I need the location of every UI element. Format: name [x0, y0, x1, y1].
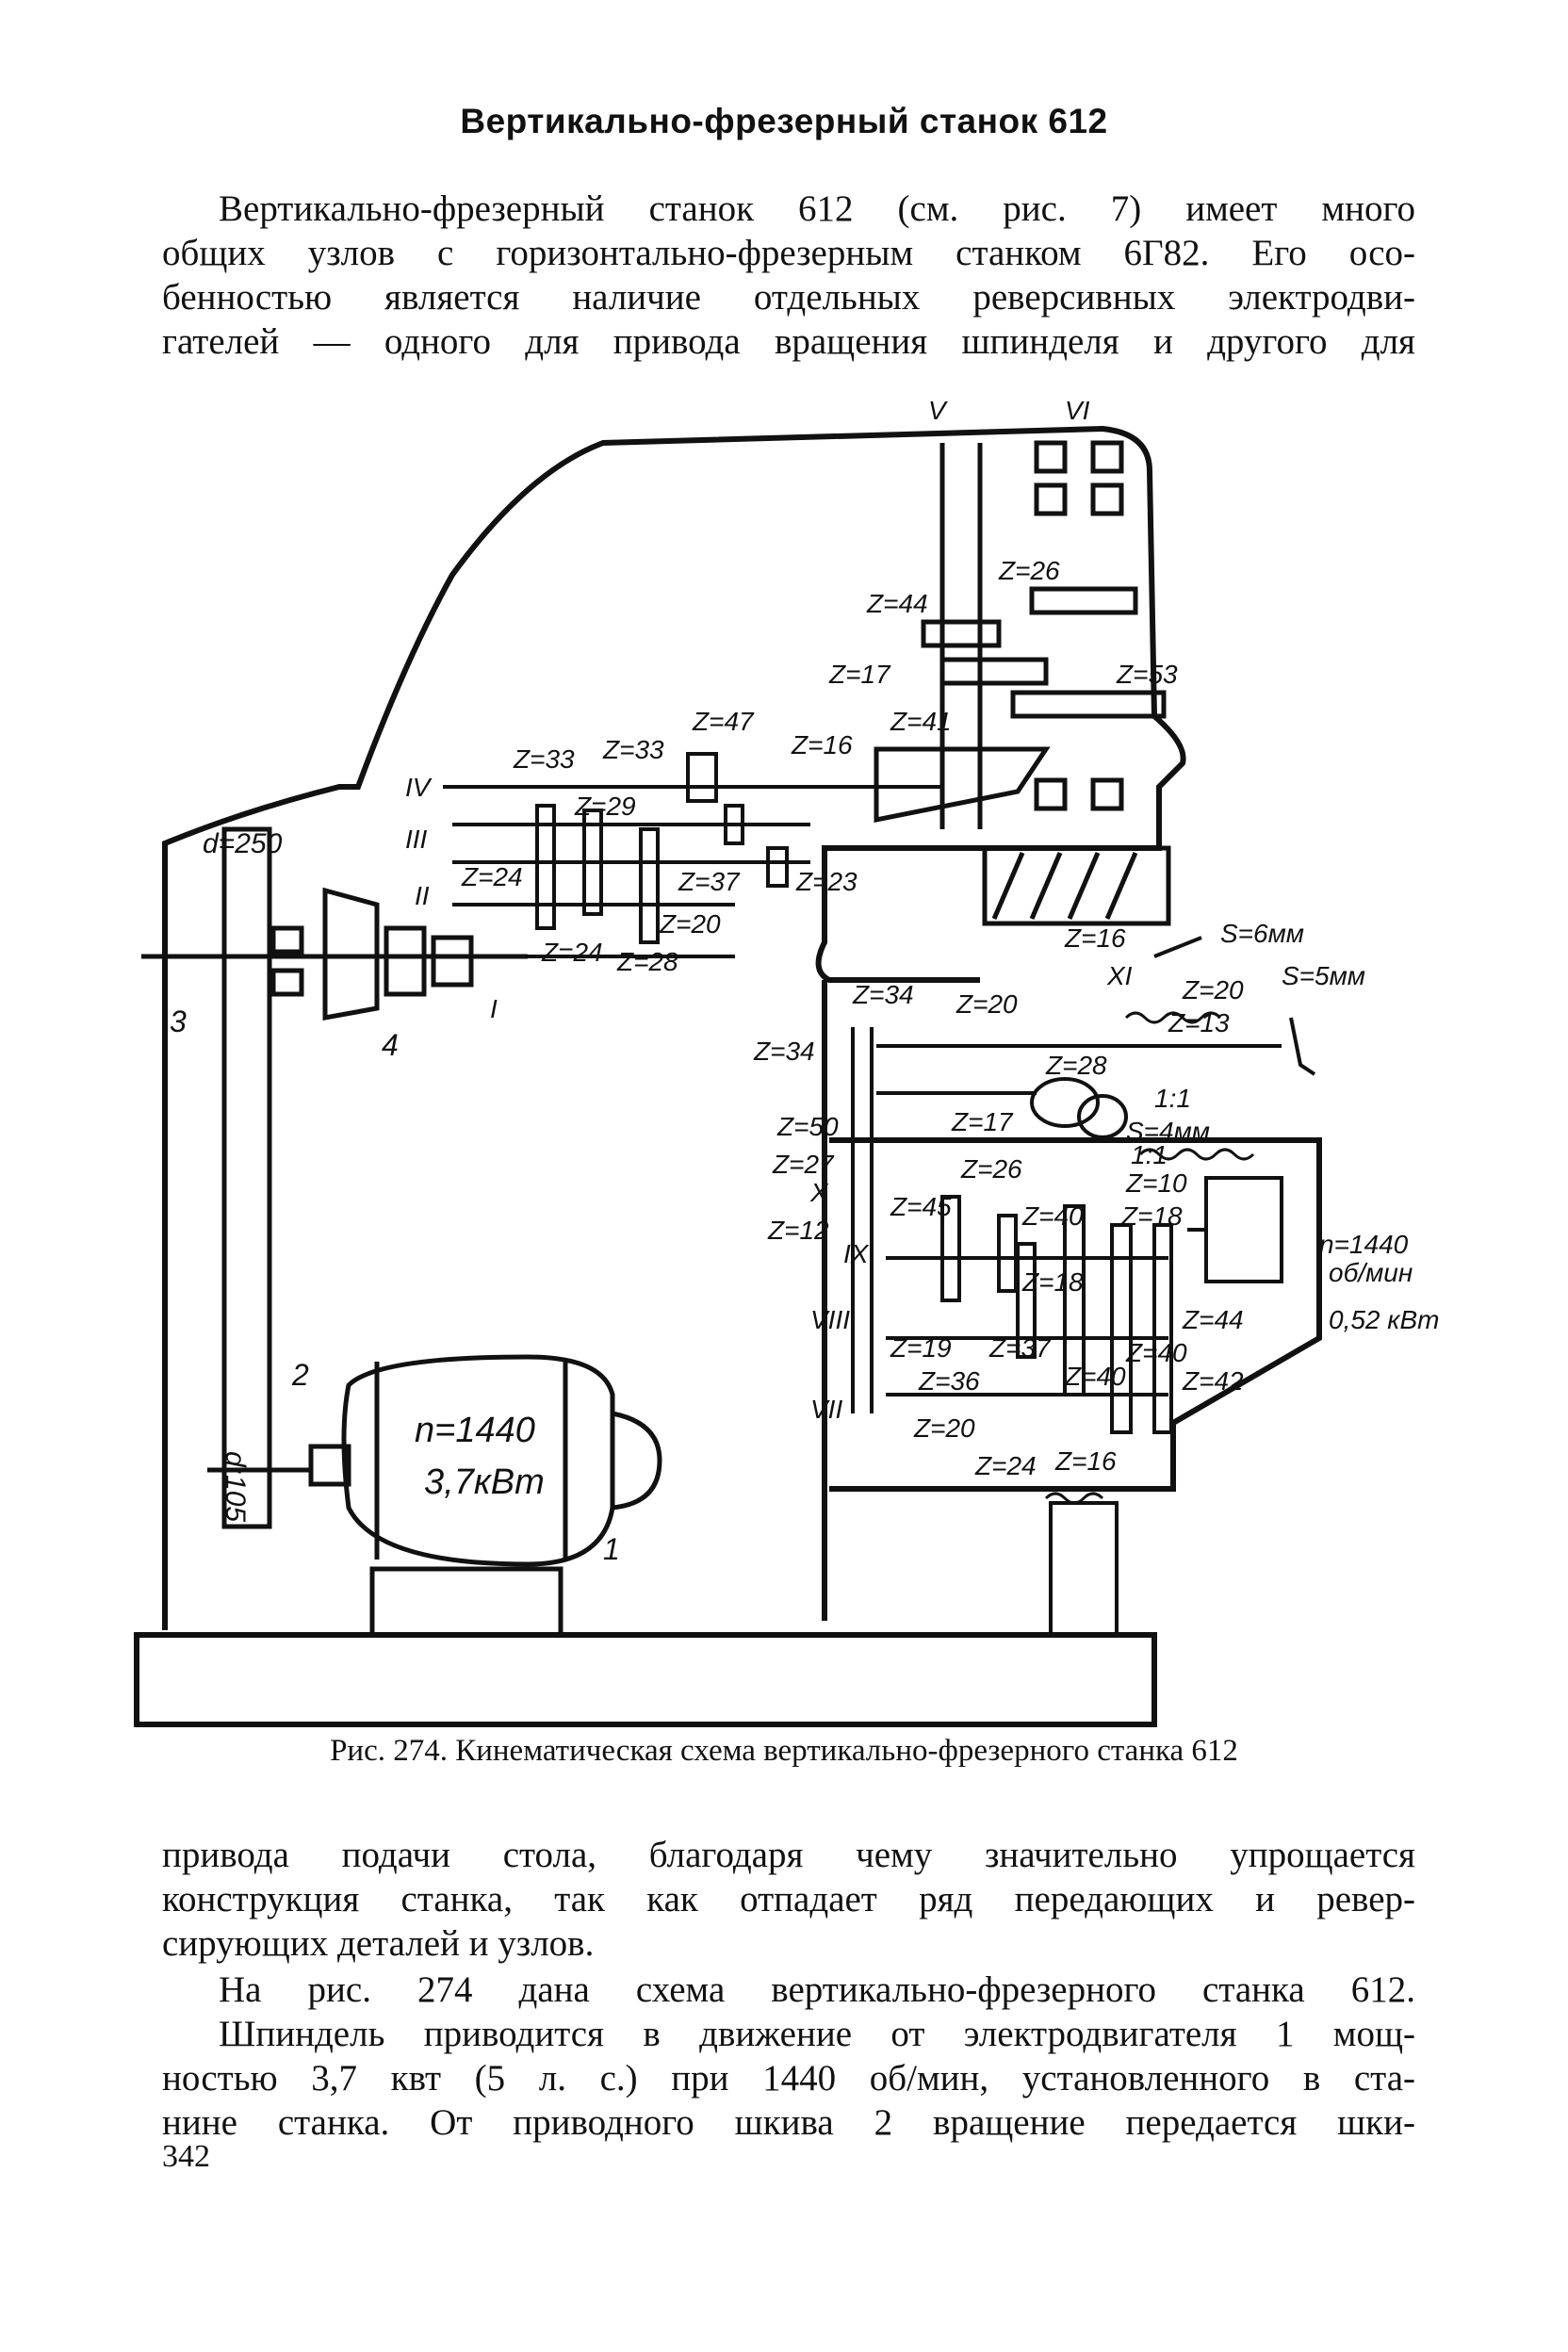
label-feed-motor-unit: об/мин [1329, 1258, 1413, 1287]
label-z33b: Z=33 [602, 735, 664, 764]
page-number: 342 [162, 2139, 210, 2174]
kinematic-diagram: d=250 3 d:105 2 n=1440 3,7кВт 1 4 [134, 396, 1440, 1727]
intro-paragraph: Вертикально-фрезерный станок 612 (см. ри… [162, 187, 1415, 364]
label-z24a: Z=24 [461, 862, 523, 891]
label-ratio-2: 1:1 [1131, 1140, 1168, 1169]
main-motor-number: 1 [603, 1532, 620, 1566]
label-z53: Z=53 [1116, 660, 1178, 689]
label-z26-feed: Z=26 [960, 1154, 1022, 1184]
spindle-head [874, 440, 1171, 926]
label-z40-a: Z=40 [1021, 1201, 1084, 1231]
machine-frame [134, 425, 1322, 1727]
label-z17: Z=17 [828, 660, 891, 689]
label-s5: S=5мм [1282, 961, 1365, 990]
feed-box [851, 936, 1316, 1637]
unit-4-label: 4 [382, 1028, 399, 1062]
label-z47: Z=47 [692, 707, 755, 736]
svg-text:d:105: d:105 [220, 1451, 251, 1522]
label-z12: Z=12 [767, 1216, 829, 1245]
label-shaft-II: II [415, 881, 430, 910]
body-paragraph-1: привода подачи стола, благодаря чему зна… [162, 1833, 1415, 1966]
label-z16-feed-b: Z=16 [1054, 1446, 1117, 1476]
text-line: общих узлов с горизонтально-фрезерным ст… [162, 233, 1415, 273]
label-feed-motor-power: 0,52 кВт [1329, 1305, 1440, 1334]
text-line: привода подачи стола, благодаря чему зна… [162, 1835, 1415, 1875]
belt-drive [141, 826, 311, 1529]
gearbox-shafts [443, 752, 942, 958]
svg-text:d=250: d=250 [203, 828, 283, 859]
main-motor-power: 3,7кВт [424, 1462, 545, 1502]
label-z16: Z=16 [791, 730, 853, 760]
label-z34b: Z=34 [753, 1037, 815, 1066]
label-s4: S=4мм [1126, 1117, 1210, 1146]
text-line: На рис. 274 дана схема вертикально-фрезе… [219, 1969, 1415, 2010]
label-z40-c: Z=40 [1064, 1362, 1126, 1391]
section-heading: Вертикально-фрезерный станок 612 [460, 102, 1108, 140]
text-line: Вертикально-фрезерный станок 612 (см. ри… [219, 188, 1415, 229]
label-z42: Z=42 [1182, 1366, 1244, 1396]
text-line: ностью 3,7 квт (5 л. с.) при 1440 об/мин… [162, 2058, 1415, 2099]
label-z33a: Z=33 [513, 744, 575, 774]
label-z26: Z=26 [998, 556, 1060, 585]
label-z23: Z=23 [795, 867, 858, 896]
text-line: Шпиндель приводится в движение от электр… [219, 2014, 1415, 2054]
label-z40-b: Z=40 [1125, 1338, 1187, 1367]
feed-screws [1044, 1011, 1255, 1505]
label-shaft-IV: IV [405, 773, 433, 802]
label-z50: Z=50 [776, 1112, 839, 1141]
label-z20-feed-b: Z=20 [1182, 975, 1244, 1004]
label-shaft-III: III [405, 825, 428, 854]
label-z29: Z=29 [574, 792, 636, 821]
label-z16-feed: Z=16 [1064, 923, 1126, 953]
label-ratio-1: 1:1 [1154, 1084, 1191, 1113]
label-z28: Z=28 [616, 947, 678, 976]
body-paragraph-3: Шпиндель приводится в движение от электр… [162, 2012, 1415, 2145]
label-z27: Z=27 [772, 1150, 835, 1179]
label-shaft-V: V [928, 396, 948, 425]
label-z44: Z=44 [866, 589, 928, 618]
label-z45: Z=45 [890, 1192, 952, 1221]
main-motor [308, 1354, 662, 1638]
label-z19: Z=19 [890, 1333, 952, 1363]
label-s6: S=6мм [1220, 919, 1304, 948]
label-z36: Z=36 [918, 1366, 980, 1396]
label-shaft-VI: VI [1065, 396, 1090, 425]
pulley-d105: d:105 2 [220, 1358, 309, 1522]
main-motor-speed: n=1440 [415, 1411, 535, 1450]
svg-text:2: 2 [291, 1358, 309, 1392]
label-z34a: Z=34 [852, 980, 914, 1009]
label-z10: Z=10 [1125, 1168, 1187, 1198]
label-shaft-X: X [809, 1178, 829, 1207]
label-z20-feed-c: Z=20 [913, 1413, 975, 1443]
label-z20a: Z=20 [659, 909, 721, 939]
label-z17-feed: Z=17 [951, 1107, 1014, 1136]
label-z44-feed: Z=44 [1182, 1305, 1244, 1334]
label-z28-feed: Z=28 [1045, 1051, 1107, 1080]
label-z24b: Z=24 [541, 938, 603, 967]
label-shaft-IX: IX [843, 1239, 870, 1268]
label-z13: Z=13 [1168, 1008, 1230, 1037]
text-line: сирующих деталей и узлов. [162, 1923, 595, 1964]
label-shaft-XI: XI [1106, 961, 1133, 990]
label-z41: Z=41 [890, 707, 952, 736]
diagram-labels: V VI Z=26 Z=44 Z=17 Z=53 Z=41 Z=47 Z=16 … [405, 396, 1440, 1480]
text-line: бенностью является наличие отдельных рев… [162, 277, 1415, 318]
text-line: нине станка. От приводного шкива 2 враще… [162, 2102, 1415, 2143]
label-z37-feed: Z=37 [988, 1333, 1052, 1363]
text-line: гателей — одного для привода вращения шп… [162, 321, 1415, 362]
body-paragraph-2: На рис. 274 дана схема вертикально-фрезе… [162, 1968, 1415, 2012]
label-z18-a: Z=18 [1120, 1201, 1183, 1231]
label-z18-b: Z=18 [1021, 1267, 1084, 1297]
label-z24-feed: Z=24 [974, 1451, 1037, 1480]
pulley-d250: d=250 3 [170, 828, 283, 1038]
label-shaft-VIII: VIII [810, 1305, 850, 1334]
label-shaft-VII: VII [810, 1395, 842, 1424]
label-z37: Z=37 [678, 867, 741, 896]
svg-text:3: 3 [170, 1004, 187, 1038]
figure-caption: Рис. 274. Кинематическая схема вертикаль… [330, 1734, 1238, 1768]
label-shaft-I: I [490, 994, 498, 1023]
text-line: конструкция станка, так как отпадает ряд… [162, 1879, 1415, 1919]
label-z20-feed-a: Z=20 [956, 989, 1018, 1019]
label-feed-motor-speed: n=1440 [1319, 1230, 1409, 1259]
